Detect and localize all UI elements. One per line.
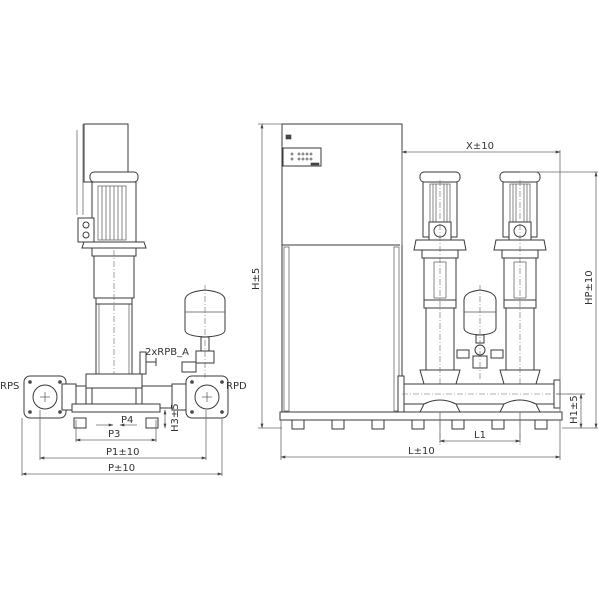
side-view: RPS RPD 2xRPB_A P3 P4 P1±10 P±10 H3±5	[0, 123, 247, 476]
p4-dimension: P4	[121, 415, 133, 426]
rpd-label: RPD	[226, 381, 247, 392]
front-pump-1	[413, 171, 467, 445]
p-dimension: P±10	[108, 463, 135, 474]
control-cabinet	[281, 123, 403, 415]
suction-manifold	[23, 375, 87, 419]
side-motor	[77, 171, 147, 249]
p1-dimension: P1±10	[106, 447, 140, 458]
p3-dimension: P3	[108, 429, 120, 440]
control-panel	[282, 147, 322, 167]
side-pump-column	[91, 247, 137, 400]
side-pressure-tank	[181, 285, 226, 378]
valve-note-label: 2xRPB_A	[145, 347, 189, 358]
front-pressure-tank	[456, 285, 504, 380]
hp-dimension: HP±10	[584, 270, 595, 305]
l-dimension: L±10	[408, 446, 435, 457]
h-dimension: H±5	[251, 268, 262, 290]
l1-dimension: L1	[474, 430, 486, 441]
h1-dimension: H1±5	[569, 395, 580, 424]
front-view: H±5 X±10 HP±10 H1±5 L1 L±10	[251, 123, 598, 460]
x-dimension: X±10	[466, 141, 494, 152]
front-pump-2	[493, 171, 547, 445]
side-dimensions: P3 P4 P1±10 P±10 H3±5	[21, 403, 223, 476]
h3-dimension: H3±5	[170, 403, 181, 432]
discharge-manifold	[141, 375, 229, 419]
rps-label: RPS	[0, 381, 19, 392]
front-dimensions: H±5 X±10 HP±10 H1±5 L1 L±10	[251, 123, 598, 460]
